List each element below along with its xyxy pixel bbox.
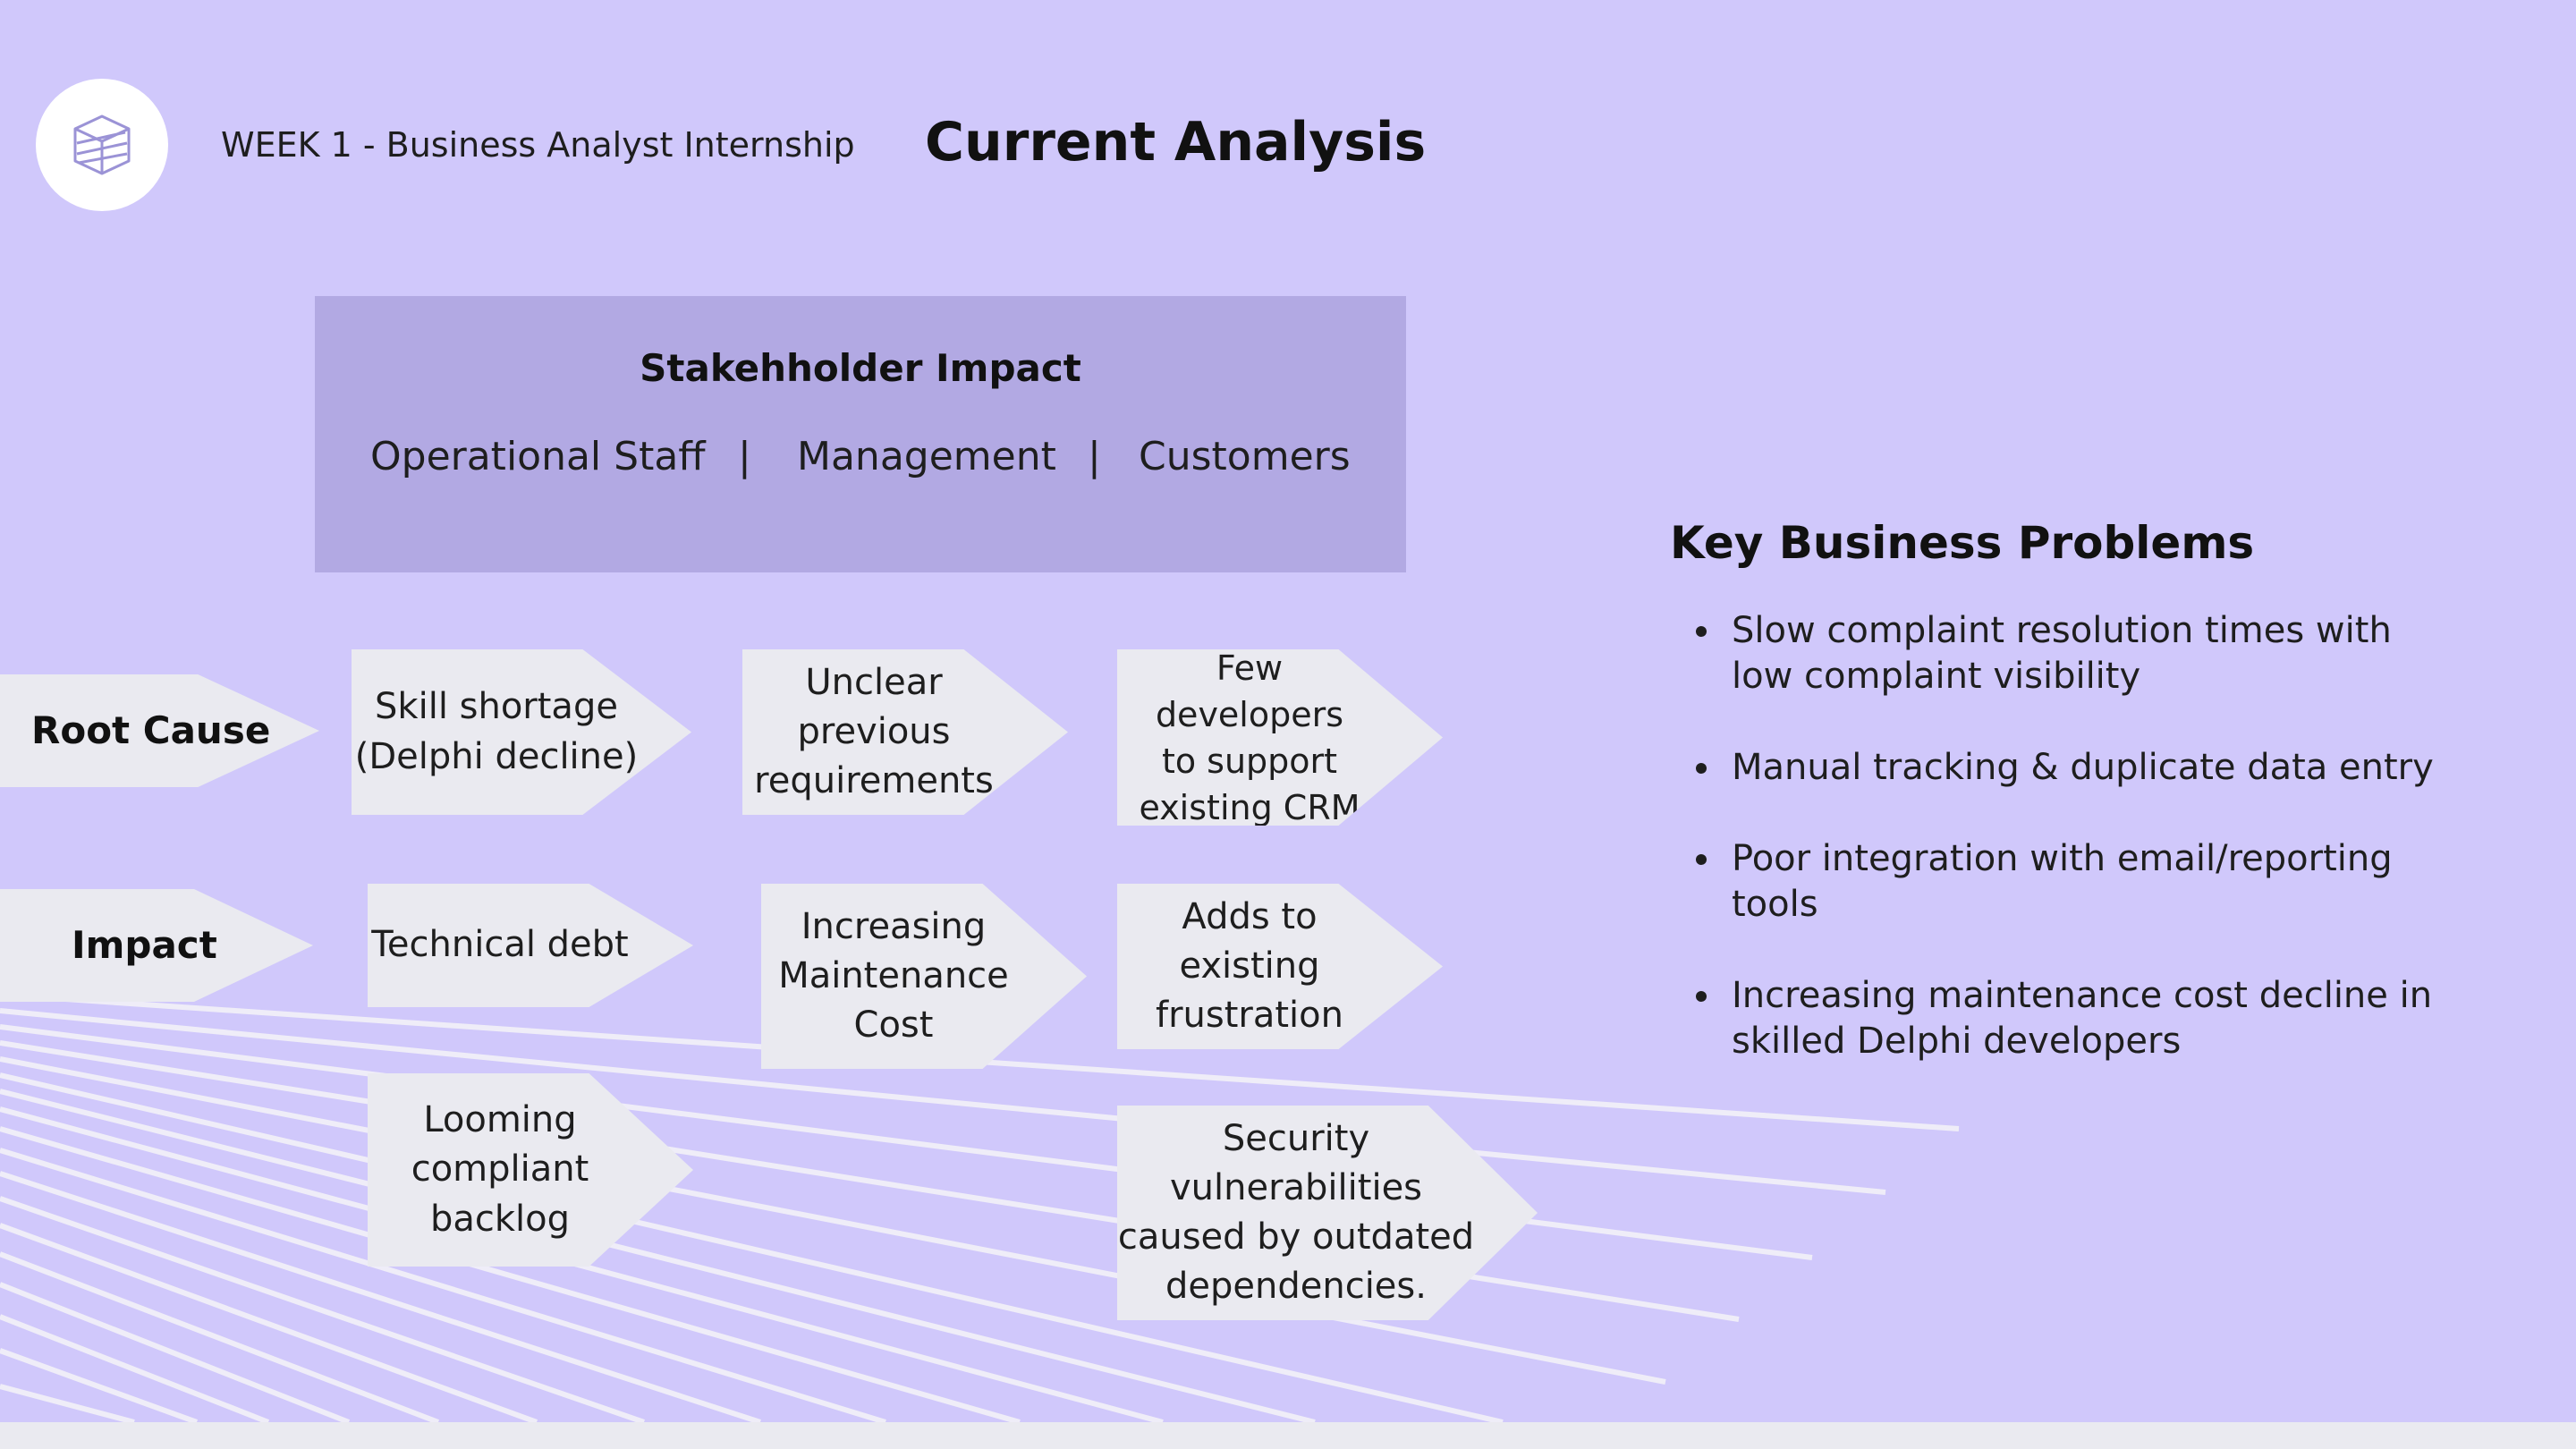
arrow-text-line: Security [1222,1117,1370,1159]
key-problems-title: Key Business Problems [1670,517,2255,569]
arrow-text-line: Unclear [805,661,943,703]
arrow-text-line: Maintenance [778,954,1009,996]
ray-line [0,1384,135,1422]
ray-line [0,1348,199,1422]
list-item: Slow complaint resolution times with low… [1680,608,2458,699]
arrow-text-line: Technical debt [371,924,629,966]
logo-badge [36,79,168,211]
arrow-text-line: Skill shortage [375,686,618,728]
arrow-text-line: vulnerabilities [1169,1166,1423,1208]
list-item: Manual tracking & duplicate data entry [1680,745,2458,791]
ray-line [0,1008,1886,1195]
problem-text: Slow complaint resolution times with low… [1732,610,2392,697]
arrow-text-line: compliant [411,1148,589,1191]
bullet-icon [1696,991,1707,1002]
list-item: Increasing maintenance cost decline in s… [1680,973,2458,1064]
arrow-text-line: previous [797,710,951,752]
ray-line [0,1223,538,1422]
stakeholder-separator: | [738,434,751,479]
arrow-text-line: frustration [1156,995,1343,1037]
arrow-text-line: existing CRM [1139,787,1360,827]
stakeholder-separator: | [1088,434,1101,479]
ray-line [0,1089,1316,1422]
problem-text: Increasing maintenance cost decline in s… [1732,975,2433,1062]
stakeholder-customers: Customers [1139,434,1351,479]
arrow-text-line: Increasing [801,905,987,947]
bullet-icon [1696,854,1707,865]
arrow-text-line: Cost [853,1004,934,1046]
arrow-text-line: requirements [754,760,994,802]
arrow-text-line: (Delphi decline) [354,735,639,777]
ray-line [0,1171,761,1422]
arrow-text-line: caused by outdated [1117,1216,1475,1258]
key-problems-list: Slow complaint resolution times with low… [1680,608,2458,1110]
ray-line [0,1148,886,1422]
stakeholder-title: Stakehholder Impact [640,346,1081,390]
problem-text: Manual tracking & duplicate data entry [1732,747,2434,788]
header-subtitle: WEEK 1 - Business Analyst Internship [221,125,855,165]
arrow-text-line: Looming [423,1099,577,1141]
page-title: Current Analysis [925,111,1427,174]
stakeholder-management: Management [797,434,1056,479]
ray-line [0,1282,351,1422]
arrow-text-line: existing [1179,945,1320,987]
ray-line [0,1251,440,1422]
footer-strip [0,1422,2576,1449]
bullet-icon [1696,763,1707,774]
ray-line [0,1314,270,1422]
bullet-icon [1696,626,1707,637]
ray-line [0,1072,1504,1422]
ray-line [0,1126,1021,1422]
arrow-text-line: Adds to [1182,895,1318,937]
ray-line [0,1056,1666,1385]
root-cause-label: Root Cause [31,708,271,753]
problem-text: Poor integration with email/reporting to… [1732,838,2393,925]
arrow-text-line: Few developers [1155,648,1344,734]
stakeholder-impact-box: Stakehholder Impact Operational Staff | … [315,296,1406,572]
arrow-text-line: to support [1161,741,1338,781]
ray-line [0,1196,645,1422]
impact-label: Impact [72,923,217,968]
list-item: Poor integration with email/reporting to… [1680,836,2458,928]
arrow-text-line: dependencies. [1165,1266,1427,1308]
stakeholder-operational-staff: Operational Staff [370,434,706,479]
arrow-text-line: backlog [429,1198,571,1240]
cube-logo-icon [73,114,131,175]
